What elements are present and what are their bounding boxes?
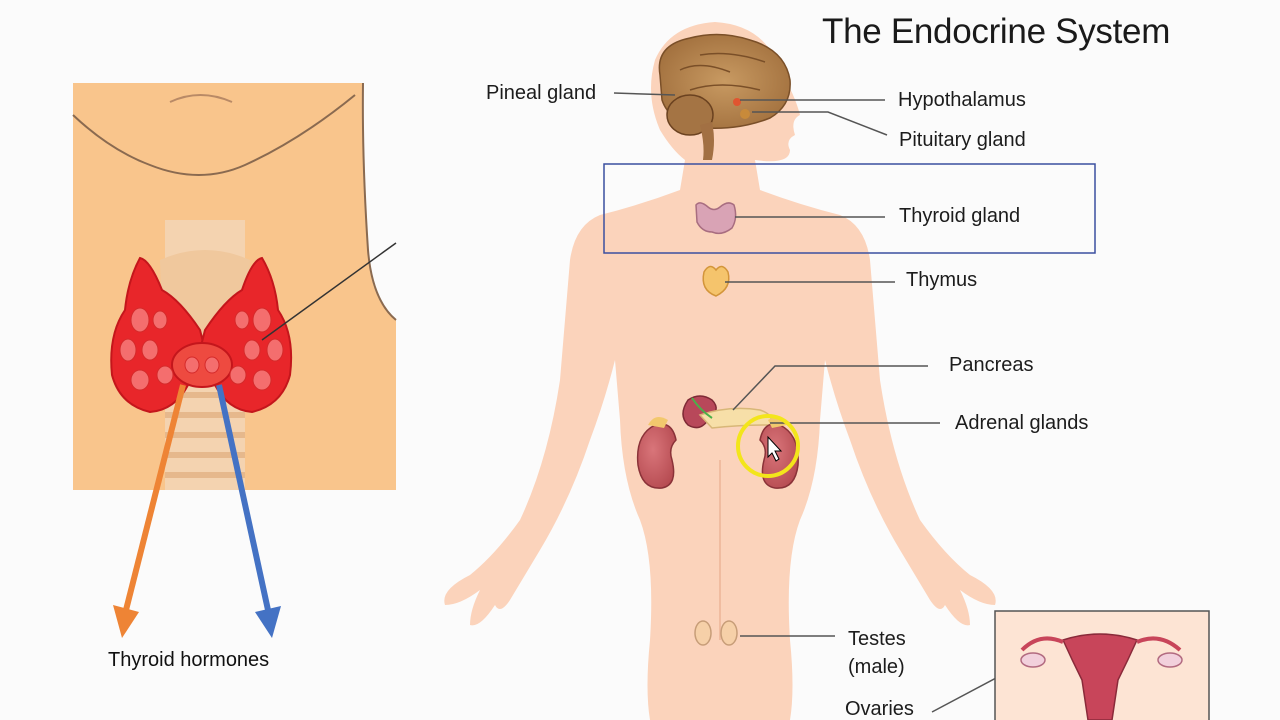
uterus — [1061, 633, 1139, 720]
thyroid-isthmus — [171, 342, 233, 388]
label-adrenal-glands: Adrenal glands — [955, 412, 1089, 434]
body-figure — [444, 22, 996, 720]
thymus-organ — [702, 265, 730, 297]
hypothalamus-marker — [733, 98, 741, 106]
brain — [658, 33, 791, 160]
blue-arrow — [216, 384, 271, 611]
left-adrenal-gland — [648, 416, 668, 428]
left-kidney — [636, 423, 677, 489]
testes-organ — [694, 620, 738, 646]
chin-line — [169, 94, 233, 103]
thyroid-gland-organ — [695, 202, 737, 235]
left-ovary — [1020, 652, 1046, 668]
leader-lines — [613, 92, 1031, 713]
label-thymus: Thymus — [906, 269, 978, 291]
cursor-highlight-ring — [736, 414, 800, 478]
neck-outline — [361, 82, 397, 321]
mouse-cursor-icon — [767, 435, 783, 462]
brain-stem — [700, 122, 714, 160]
right-ovary — [1157, 652, 1183, 668]
label-ovaries: Ovaries — [845, 698, 914, 720]
label-testes: Testes — [848, 628, 906, 650]
fallopian-tubes — [1020, 636, 1182, 652]
label-hypothalamus: Hypothalamus — [898, 89, 1026, 111]
body-silhouette — [444, 22, 996, 720]
label-pineal-gland: Pineal gland — [486, 82, 597, 104]
diagram-title: The Endocrine System — [822, 12, 1171, 51]
jaw-line — [72, 94, 356, 176]
pancreatic-duct — [691, 397, 713, 419]
thyroid-hormones-caption: Thyroid hormones — [108, 649, 270, 671]
pituitary-marker — [740, 109, 750, 119]
label-pancreas: Pancreas — [949, 354, 1034, 376]
thyroid-lobules — [119, 307, 284, 391]
thyroid-highlight-box — [603, 163, 1096, 254]
ovary-inset — [994, 610, 1210, 720]
label-pituitary-gland: Pituitary gland — [899, 129, 1026, 151]
thyroid-inset — [72, 82, 397, 490]
label-testes-male: (male) — [848, 656, 905, 678]
blue-arrowhead — [255, 606, 281, 638]
inset-pointer-line — [261, 242, 397, 341]
hormone-arrows — [113, 384, 281, 638]
orange-arrowhead — [113, 605, 139, 638]
label-thyroid-gland: Thyroid gland — [899, 205, 1021, 227]
orange-arrow — [123, 384, 186, 611]
brain-folds — [679, 52, 766, 91]
